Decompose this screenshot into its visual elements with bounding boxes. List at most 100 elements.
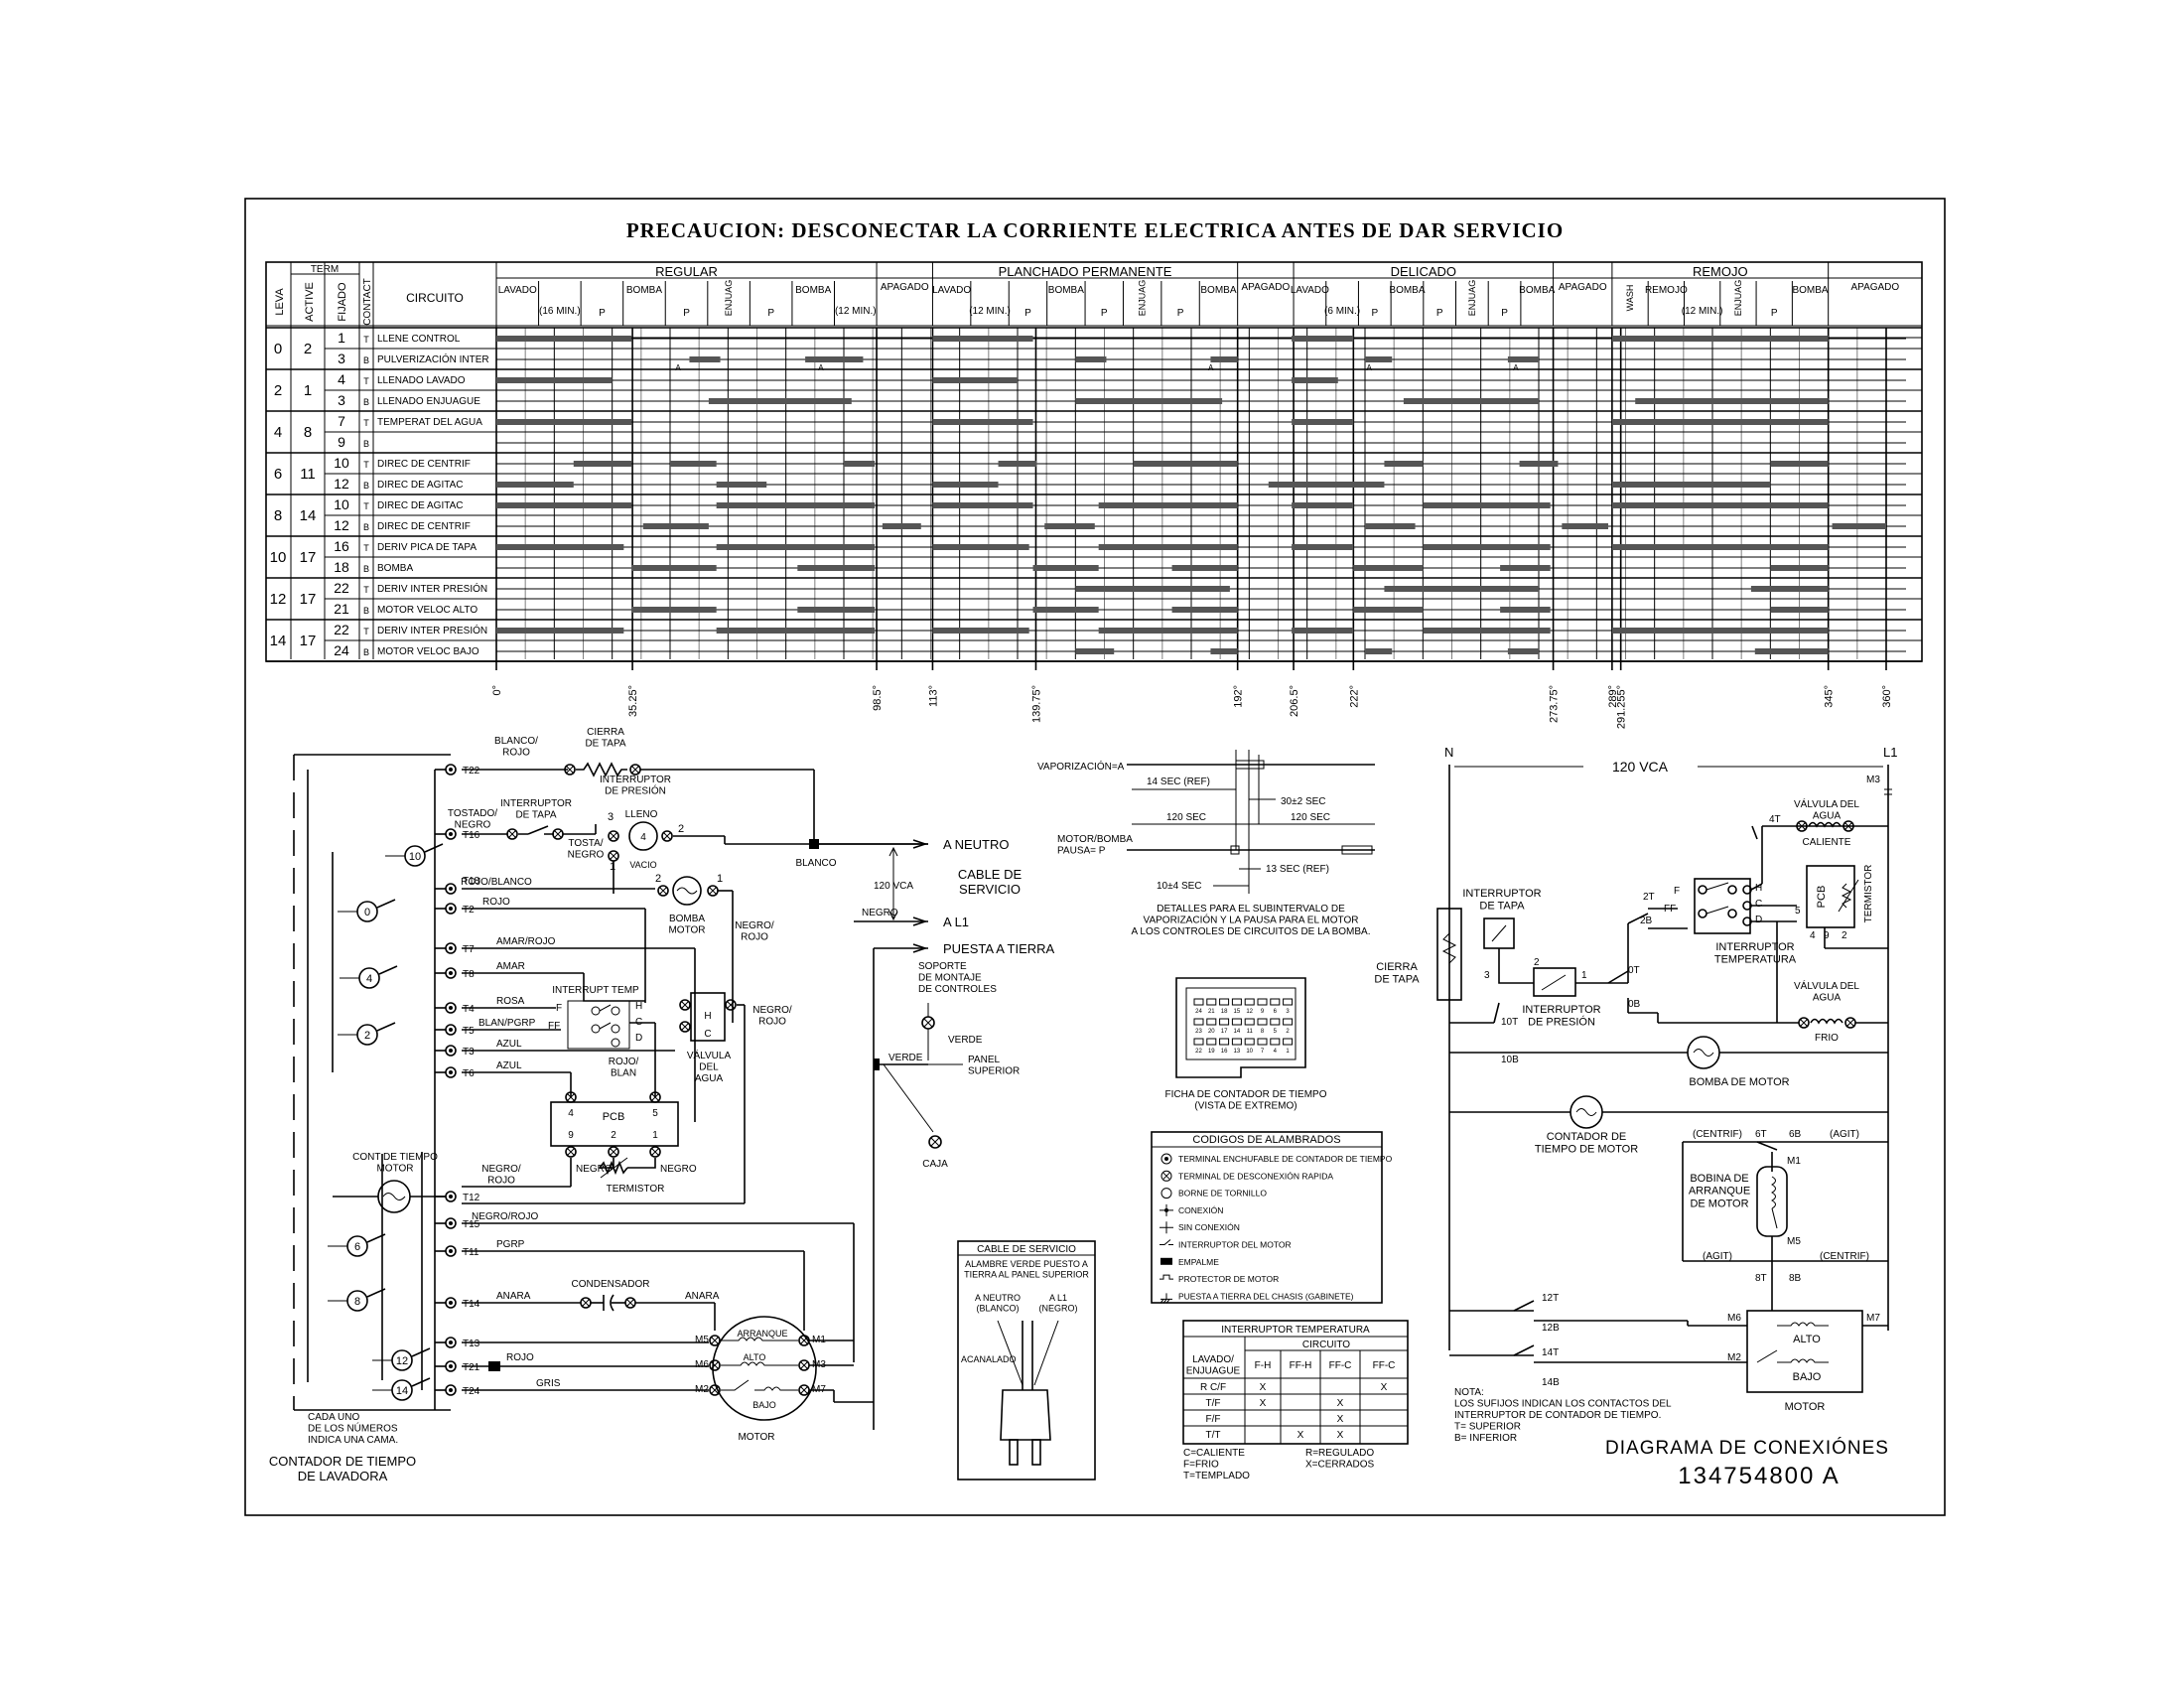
cam-bar	[1353, 607, 1424, 613]
phase-label: P	[1501, 308, 1508, 319]
degree-label: 0°	[491, 685, 503, 696]
cam-bar	[1292, 502, 1354, 508]
svg-text:M5: M5	[695, 1335, 709, 1345]
svg-text:12T: 12T	[1542, 1293, 1559, 1304]
svg-text:2B: 2B	[1640, 916, 1653, 926]
col-term: TERM	[311, 264, 339, 275]
cam-bar	[496, 419, 632, 425]
cam-bar	[932, 544, 1029, 550]
terminal-label: T12	[463, 1193, 480, 1203]
svg-text:FF: FF	[548, 1021, 560, 1032]
plug-pin: 3	[1286, 1009, 1290, 1015]
circuit-14: DERIV INTER PRESIÓN	[377, 624, 487, 636]
svg-text:0B: 0B	[1628, 999, 1641, 1010]
plug-pin: 23	[1195, 1029, 1202, 1035]
code-item: BORNE DE TORNILLO	[1178, 1189, 1267, 1199]
terminal-label: T4	[463, 1004, 475, 1015]
active-4: 8	[304, 424, 312, 441]
cam-label: 6	[354, 1241, 360, 1253]
plug-pin: 2	[1286, 1029, 1290, 1035]
terminal-label: T3	[463, 1047, 475, 1058]
lbl-amar-rojo: AMAR/ROJO	[496, 936, 556, 947]
wiring-codes: CODIGOS DE ALAMBRADOS TERMINAL ENCHUFABL…	[1151, 1131, 1393, 1304]
cam-bar	[716, 482, 767, 488]
contact-10: T	[363, 543, 369, 553]
phase-label: (12 MIN.)	[969, 306, 1011, 317]
cable-box-title: CABLE DE SERVICIO	[977, 1244, 1076, 1255]
circuit-11: BOMBA	[377, 563, 413, 574]
lbl-negro-rojo-t12: NEGRO/ROJO	[481, 1164, 521, 1187]
lbl-bomba-motor-r: BOMBA DE MOTOR	[1689, 1076, 1789, 1088]
cycle-0: REGULAR	[655, 264, 718, 279]
phase-label: (16 MIN.)	[539, 306, 581, 317]
svg-text:FF: FF	[1664, 904, 1676, 915]
cam-bar	[1519, 461, 1559, 467]
lbl-centrif-2: (CENTRIF)	[1820, 1251, 1869, 1262]
fijado-6: 10	[334, 455, 349, 471]
plug-pin: 7	[1261, 1049, 1265, 1055]
degree-label: 289°	[1607, 685, 1619, 708]
svg-text:3: 3	[608, 811, 614, 823]
active-12: 17	[300, 591, 317, 608]
contact-12: T	[363, 585, 369, 595]
svg-text:0T: 0T	[1628, 965, 1640, 976]
lbl-anara-2: ANARA	[685, 1291, 720, 1302]
cam-bar	[1032, 607, 1099, 613]
fijado-5: 9	[338, 434, 345, 450]
plug-pin: 15	[1234, 1009, 1241, 1015]
timer-terminals: T22T16T18T2T7T8T4T5T3T6T12T15T11T14T13T2…	[435, 764, 480, 1397]
cam-bar	[1044, 523, 1095, 529]
lbl-120vca: 120 VCA	[1612, 759, 1669, 775]
phase-label: LAVADO	[498, 285, 537, 296]
phase-label: P	[1371, 308, 1378, 319]
cam-label: 10	[409, 851, 421, 863]
cam-bar	[1770, 607, 1829, 613]
lbl-bajo: BAJO	[752, 1400, 776, 1410]
cycle-3: APAGADO	[1242, 282, 1291, 293]
cam-bar	[1500, 565, 1551, 571]
codes-title: CODIGOS DE ALAMBRADOS	[1192, 1134, 1340, 1146]
temp-row-label: R C/F	[1200, 1382, 1226, 1393]
lbl-interrupt-temp: INTERRUPT TEMP	[552, 985, 639, 996]
phase-label: BOMBA	[1200, 285, 1236, 296]
lbl-m3: M3	[1866, 775, 1880, 785]
cam-bar	[1075, 648, 1115, 654]
timing-detail: VAPORIZACIÓN=A 14 SEC (REF) 30±2 SEC 120…	[1037, 750, 1375, 937]
chart-grid	[266, 327, 1922, 670]
cam-bar	[932, 628, 1029, 634]
cam-label: 2	[364, 1030, 370, 1042]
svg-text:C: C	[1755, 899, 1762, 910]
lbl-rojo-blan: ROJO/BLAN	[609, 1057, 639, 1079]
svg-text:M1: M1	[1787, 1156, 1801, 1167]
phase-label: WASH	[1625, 285, 1635, 312]
code-item: EMPALME	[1178, 1257, 1219, 1267]
cam-bar	[1611, 544, 1829, 550]
active-6: 11	[300, 466, 316, 483]
lbl-motor-left: MOTOR	[738, 1432, 774, 1443]
contact-15: B	[363, 647, 369, 657]
circuit-9: DIREC DE CENTRIF	[377, 521, 471, 532]
cam-bar	[1611, 502, 1829, 508]
contact-5: B	[363, 439, 369, 449]
cam-label: 8	[354, 1296, 360, 1308]
active-14: 17	[300, 633, 317, 649]
cam-bar	[844, 461, 876, 467]
terminal-label: T6	[463, 1068, 475, 1079]
lbl-n: N	[1444, 745, 1453, 760]
lbl-negro-pcb2: NEGRO	[660, 1164, 697, 1175]
svg-text:H: H	[1755, 883, 1762, 894]
lbl-rojo-t2: ROJO	[482, 897, 510, 908]
outer-frame	[244, 198, 1946, 1516]
svg-text:10T: 10T	[1501, 1017, 1518, 1028]
contact-8: T	[363, 501, 369, 511]
active-8: 14	[300, 507, 317, 524]
contact-9: B	[363, 522, 369, 532]
cam-bar	[1292, 377, 1338, 383]
cable-box-neutro: A NEUTRO(BLANCO)	[975, 1293, 1021, 1313]
